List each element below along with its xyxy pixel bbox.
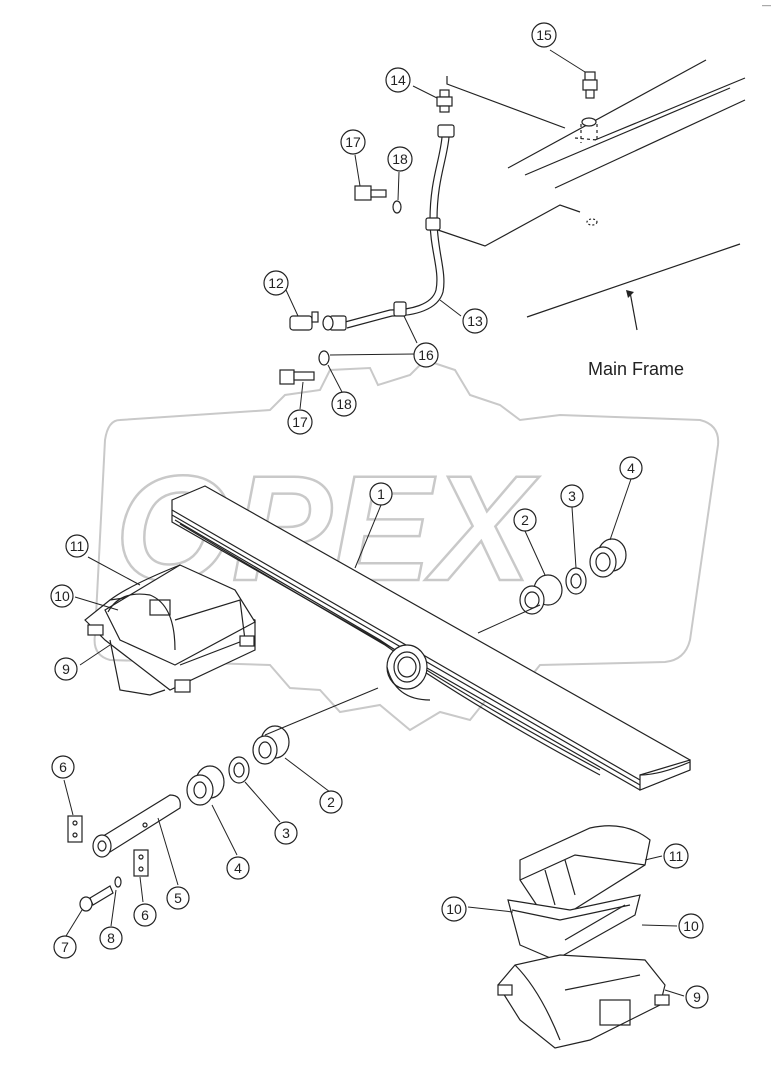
svg-text:15: 15 xyxy=(536,27,552,43)
callout-16: 16 xyxy=(413,342,439,368)
svg-text:9: 9 xyxy=(62,661,70,677)
saddle-cap-11 xyxy=(519,825,651,913)
callout-18-upper: 18 xyxy=(387,146,413,172)
callout-10-left: 10 xyxy=(50,584,74,608)
equalizer-beam-1 xyxy=(171,485,691,791)
svg-text:3: 3 xyxy=(282,825,290,841)
callout-4-right: 4 xyxy=(619,456,643,480)
callout-15: 15 xyxy=(531,22,557,48)
svg-text:8: 8 xyxy=(107,930,115,946)
washer-18-lower xyxy=(318,350,330,366)
callout-3-right: 3 xyxy=(560,484,584,508)
lock-plate-6-lower xyxy=(133,849,149,877)
callout-6-lower: 6 xyxy=(133,903,157,927)
callout-7: 7 xyxy=(53,935,77,959)
svg-text:13: 13 xyxy=(467,313,483,329)
svg-text:3: 3 xyxy=(568,488,576,504)
svg-text:9: 9 xyxy=(693,989,701,1005)
callout-4-left: 4 xyxy=(226,856,250,880)
svg-text:6: 6 xyxy=(59,759,67,775)
saddle-base-9 xyxy=(497,954,670,1049)
grease-fitting-14 xyxy=(436,89,453,113)
grease-fitting-15 xyxy=(582,71,598,99)
callout-5: 5 xyxy=(166,886,190,910)
callout-17-upper: 17 xyxy=(340,129,366,155)
grease-hose-13 xyxy=(322,124,455,331)
svg-text:11: 11 xyxy=(669,848,684,864)
bushing-4-left xyxy=(186,765,225,806)
svg-text:10: 10 xyxy=(683,918,699,934)
callout-18-lower: 18 xyxy=(331,391,357,417)
svg-text:10: 10 xyxy=(54,588,70,604)
corner-mark: — xyxy=(762,0,771,10)
thrust-washer-3-left xyxy=(228,756,250,784)
callout-12: 12 xyxy=(263,270,289,296)
callout-17-lower: 17 xyxy=(287,409,313,435)
svg-text:7: 7 xyxy=(61,939,69,955)
svg-text:4: 4 xyxy=(234,860,242,876)
svg-text:17: 17 xyxy=(292,414,308,430)
callout-8: 8 xyxy=(99,926,123,950)
svg-text:12: 12 xyxy=(268,275,284,291)
callout-2-left: 2 xyxy=(319,790,343,814)
callout-6-upper: 6 xyxy=(51,755,75,779)
bushing-2-right xyxy=(519,574,563,615)
svg-text:4: 4 xyxy=(627,460,635,476)
svg-text:1: 1 xyxy=(377,486,385,502)
callout-11-right: 11 xyxy=(663,843,689,869)
svg-text:6: 6 xyxy=(141,907,149,923)
callout-10-right-right: 10 xyxy=(678,913,704,939)
svg-text:17: 17 xyxy=(345,134,361,150)
callout-10-right-left: 10 xyxy=(441,896,467,922)
pivot-pin-5 xyxy=(92,794,181,858)
bolt-17-upper xyxy=(354,185,387,201)
svg-text:2: 2 xyxy=(521,512,529,528)
svg-text:11: 11 xyxy=(70,538,85,554)
main-frame-label: Main Frame xyxy=(588,359,684,379)
bushing-4-right xyxy=(589,538,627,578)
svg-text:5: 5 xyxy=(174,890,182,906)
callout-9-right: 9 xyxy=(685,985,709,1009)
callout-3-left: 3 xyxy=(274,821,298,845)
callout-2-right: 2 xyxy=(513,508,537,532)
bolt-17-lower xyxy=(279,369,315,385)
svg-text:18: 18 xyxy=(336,396,352,412)
svg-text:14: 14 xyxy=(390,72,406,88)
callout-14: 14 xyxy=(385,67,411,93)
washer-8 xyxy=(114,876,122,888)
leader-lines xyxy=(63,49,685,997)
thrust-washer-3-right xyxy=(565,567,587,595)
bushing-2-left xyxy=(252,725,290,765)
elbow-fitting-12 xyxy=(289,311,319,331)
washer-18-upper xyxy=(392,200,402,214)
main-frame: Main Frame xyxy=(437,59,746,379)
svg-text:16: 16 xyxy=(418,347,434,363)
saddle-assembly-left xyxy=(84,564,256,696)
saddle-liner-10 xyxy=(507,894,641,961)
callout-9-left: 9 xyxy=(54,657,78,681)
bolt-7 xyxy=(79,885,114,912)
callout-1: 1 xyxy=(369,482,393,506)
callout-13: 13 xyxy=(462,308,488,334)
svg-text:10: 10 xyxy=(446,901,462,917)
callout-11-left: 11 xyxy=(65,534,89,558)
lock-plate-6-upper xyxy=(67,815,83,843)
svg-text:2: 2 xyxy=(327,794,335,810)
svg-text:18: 18 xyxy=(392,151,408,167)
